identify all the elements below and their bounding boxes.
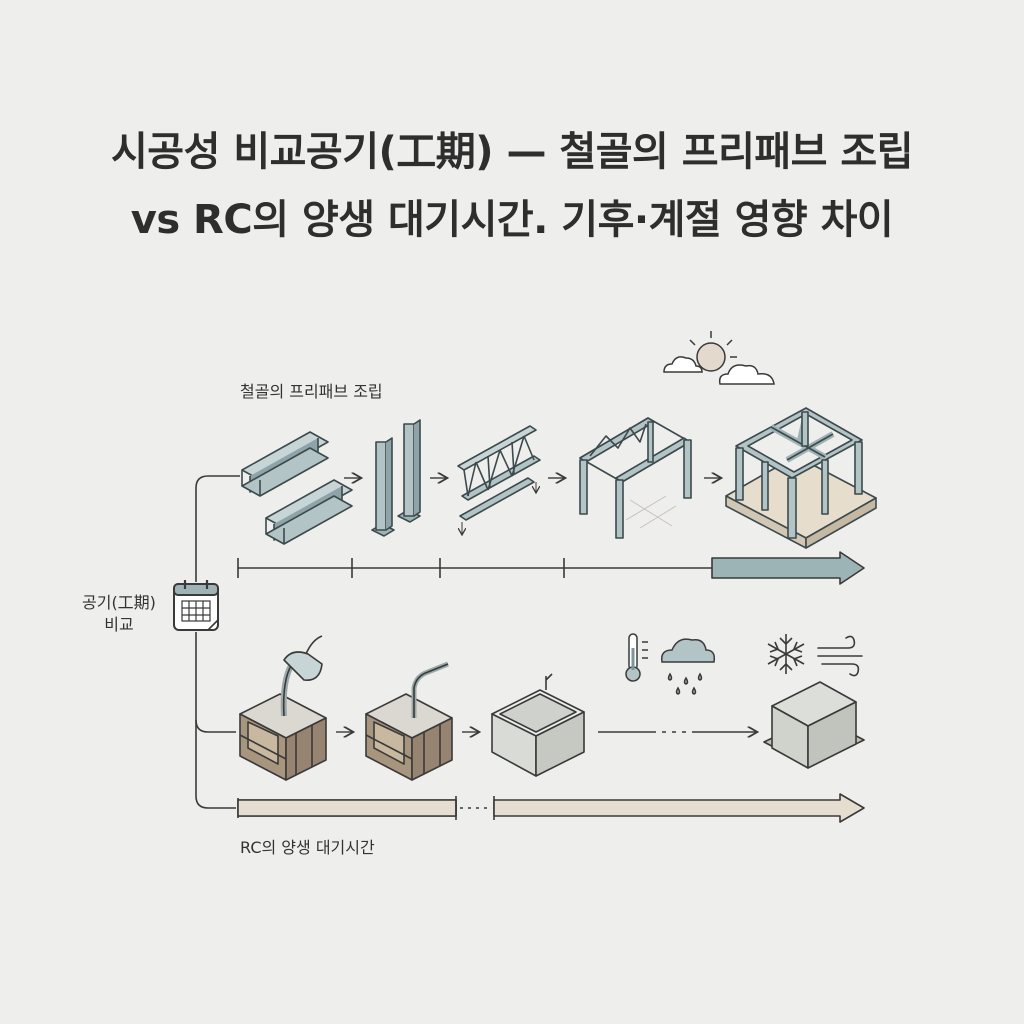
steel-step-i-beams — [241, 431, 353, 545]
calendar-icon — [173, 580, 219, 631]
comparison-label-line-2: 비교 — [104, 615, 134, 634]
rc-timeline — [237, 793, 865, 823]
title-line-2: vs RC의 양생 대기시간. 기후·계절 영향 차이 — [130, 197, 894, 243]
snowflake-icon — [767, 634, 805, 674]
page-title: 시공성 비교공기(工期) — 철골의 프리패브 조립 vs RC의 양생 대기시… — [0, 118, 1024, 254]
steel-step-portal-frame — [579, 417, 692, 539]
steel-timeline — [237, 551, 865, 585]
thermometer-icon — [625, 633, 648, 682]
rc-step-pouring — [239, 635, 327, 781]
wind-icon — [817, 635, 863, 677]
comparison-label: 공기(工期) 비교 — [82, 592, 156, 636]
rain-cloud-icon — [660, 638, 716, 695]
steel-step-truss — [457, 425, 541, 521]
rc-step-vibrating — [365, 661, 453, 781]
title-line-1: 시공성 비교공기(工期) — 철골의 프리패브 조립 — [111, 129, 914, 175]
rc-row-label: RC의 양생 대기시간 — [240, 838, 375, 857]
steel-step-completed-frame — [725, 407, 877, 549]
comparison-bracket — [195, 475, 240, 809]
comparison-label-line-1: 공기(工期) — [82, 593, 156, 612]
rc-step-cured-block — [763, 681, 865, 769]
rc-step-curing — [491, 673, 585, 777]
steel-step-columns — [371, 419, 421, 537]
steel-row-label: 철골의 프리패브 조립 — [240, 382, 383, 401]
sun-cloud-icon — [663, 331, 775, 385]
